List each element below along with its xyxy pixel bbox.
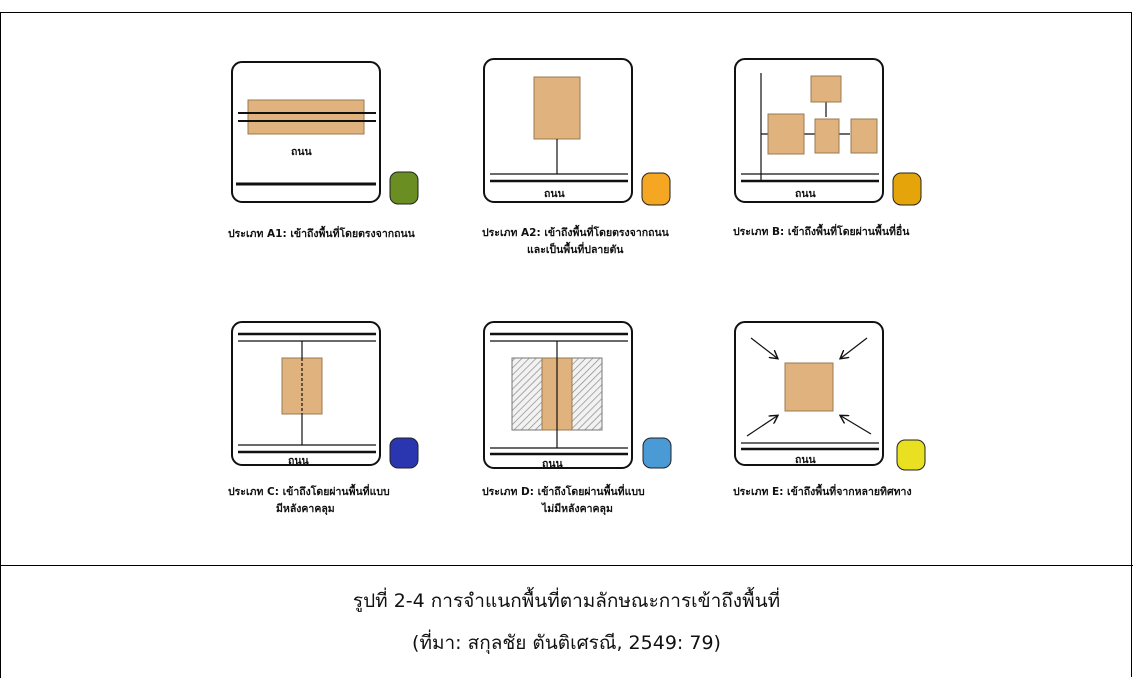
panel-e-road-label: ถนน <box>795 454 817 466</box>
figure-caption-title: รูปที่ 2-4 การจำแนกพื้นที่ตามลักษณะการเข… <box>352 590 781 612</box>
panel-a1-color-swatch <box>389 171 419 205</box>
figure-frame-right-edge <box>1131 12 1132 677</box>
figure-caption-source: (ที่มา: สกุลชัย ตันติเศรณี, 2549: 79) <box>412 632 721 654</box>
panel-a1-space <box>247 99 365 135</box>
panel-type-d: ถนน ประเภท D: เข้าถึงโดยผ่านพื้นที่แบบ ไ… <box>482 320 722 540</box>
panel-c-caption-line-1: ประเภท C: เข้าถึงโดยผ่านพื้นที่แบบ <box>228 486 390 498</box>
panel-b-space-left <box>767 113 805 155</box>
panel-d-road-label: ถนน <box>542 458 564 470</box>
panel-a1-caption-line-1: ประเภท A1: เข้าถึงพื้นที่โดยตรงจากถนน <box>228 228 415 240</box>
panel-d-open-area-left <box>511 357 543 431</box>
panel-e-caption-line-1: ประเภท E: เข้าถึงพื้นที่จากหลายทิศทาง <box>733 486 912 498</box>
panel-type-e: ถนน ประเภท E: เข้าถึงพื้นที่จากหลายทิศทา… <box>733 320 973 520</box>
panel-type-c: ถนน ประเภท C: เข้าถึงโดยผ่านพื้นที่แบบ ม… <box>228 320 470 540</box>
panel-type-b: ถนน ประเภท B: เข้าถึงพื้นที่โดยผ่านพื้นท… <box>733 57 973 257</box>
panel-a1-road-label: ถนน <box>291 146 313 158</box>
panel-b-space-top <box>810 75 842 103</box>
panel-d-color-swatch <box>642 437 672 469</box>
panel-a2-color-swatch <box>641 172 671 206</box>
panel-c-road-label: ถนน <box>288 455 310 467</box>
panel-d-open-area-right <box>571 357 603 431</box>
figure-frame <box>0 12 1132 678</box>
panel-d-caption-line-2: ไม่มีหลังคาคลุม <box>542 503 613 515</box>
panel-e-color-swatch <box>896 439 926 471</box>
panel-type-a2: ถนน ประเภท A2: เข้าถึงพื้นที่โดยตรงจากถน… <box>482 57 722 277</box>
panel-b-space-middle <box>814 118 840 154</box>
panel-a2-caption-line-2: และเป็นพื้นที่ปลายตัน <box>527 244 624 256</box>
panel-b-space-right <box>850 118 878 154</box>
panel-c-color-swatch <box>389 437 419 469</box>
panel-a2-road-label: ถนน <box>544 188 566 200</box>
caption-divider <box>0 565 1133 566</box>
panel-a2-space <box>533 76 581 140</box>
panel-c-caption-line-2: มีหลังคาคลุม <box>276 503 335 515</box>
panel-d-caption-line-1: ประเภท D: เข้าถึงโดยผ่านพื้นที่แบบ <box>482 486 645 498</box>
panel-b-caption-line-1: ประเภท B: เข้าถึงพื้นที่โดยผ่านพื้นที่อื… <box>733 226 910 238</box>
panel-e-space <box>784 362 834 412</box>
panel-a2-caption-line-1: ประเภท A2: เข้าถึงพื้นที่โดยตรงจากถนน <box>482 227 669 239</box>
panel-type-a1: ถนน ประเภท A1: เข้าถึงพื้นที่โดยตรงจากถน… <box>228 60 470 260</box>
panel-b-color-swatch <box>892 172 922 206</box>
panel-b-road-label: ถนน <box>795 188 817 200</box>
